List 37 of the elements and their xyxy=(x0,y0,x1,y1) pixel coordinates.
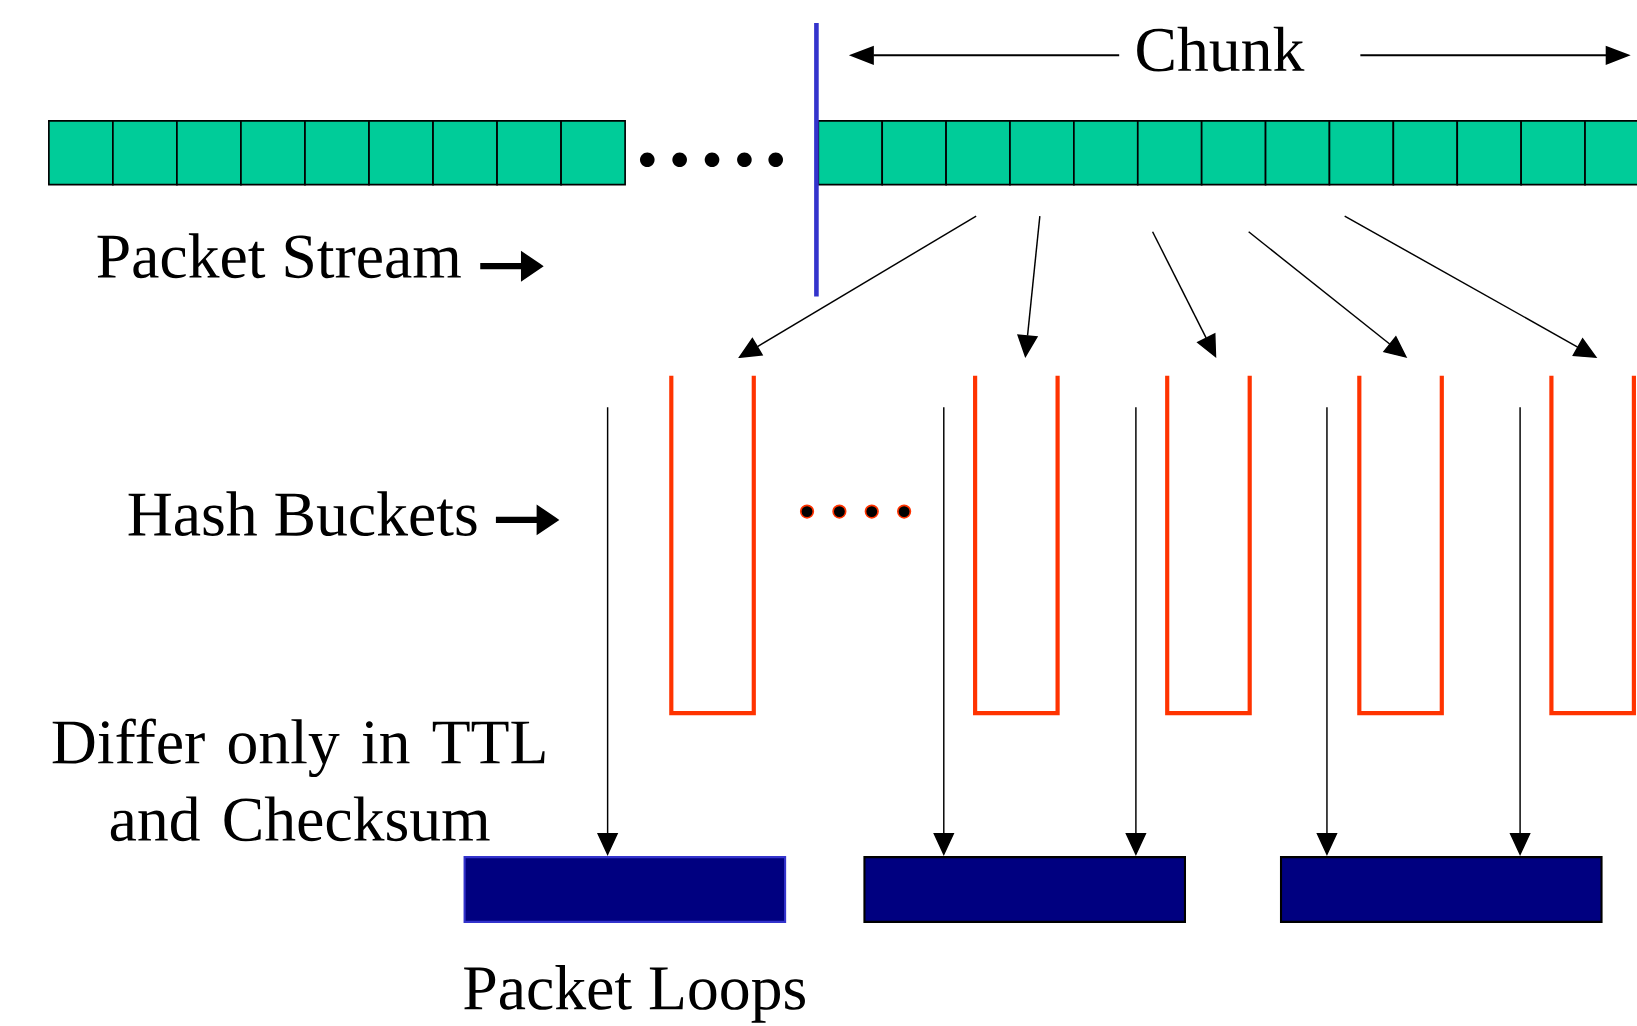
packet-cell xyxy=(881,119,947,186)
label-text: Packet Loops xyxy=(464,964,805,1023)
packet-cell xyxy=(48,119,114,186)
label-text: Differ only in TTL and Checksum xyxy=(52,718,545,842)
packet-cell xyxy=(1200,119,1267,186)
label-text: Hash Buckets xyxy=(128,491,477,536)
arrow xyxy=(738,215,977,358)
packet-loop-bar xyxy=(863,855,1186,923)
packet-cell xyxy=(1328,119,1395,186)
packet-cell xyxy=(945,119,1011,186)
hash-bucket xyxy=(1357,375,1444,715)
packet-loop-bar xyxy=(1279,855,1603,923)
hash-bucket xyxy=(1165,375,1252,715)
packet-cell xyxy=(240,119,306,186)
packet-cell xyxy=(1073,119,1139,186)
packet-cell xyxy=(560,119,626,186)
packet-cell xyxy=(368,119,434,186)
packet-loop-bar xyxy=(463,855,787,923)
packet-cell xyxy=(1136,119,1203,186)
packet-cell xyxy=(432,119,498,186)
packet-cell xyxy=(304,119,370,186)
hash-bucket xyxy=(1549,375,1636,715)
packet-cell xyxy=(1456,119,1522,186)
hash-bucket xyxy=(669,375,756,715)
packet-cell xyxy=(1264,119,1331,186)
label-text: Packet Stream xyxy=(97,233,461,279)
packet-cell xyxy=(1009,119,1075,186)
arrow xyxy=(1151,230,1217,358)
packet-cell xyxy=(1520,119,1586,186)
packet-cell xyxy=(496,119,562,186)
packet-cell xyxy=(176,119,242,186)
packet-cell xyxy=(1584,119,1637,186)
packet-cell xyxy=(817,119,884,186)
packet-cell xyxy=(1392,119,1459,186)
hash-bucket xyxy=(973,375,1060,715)
packet-cell xyxy=(112,119,178,186)
label-text: Chunk xyxy=(1137,26,1305,72)
